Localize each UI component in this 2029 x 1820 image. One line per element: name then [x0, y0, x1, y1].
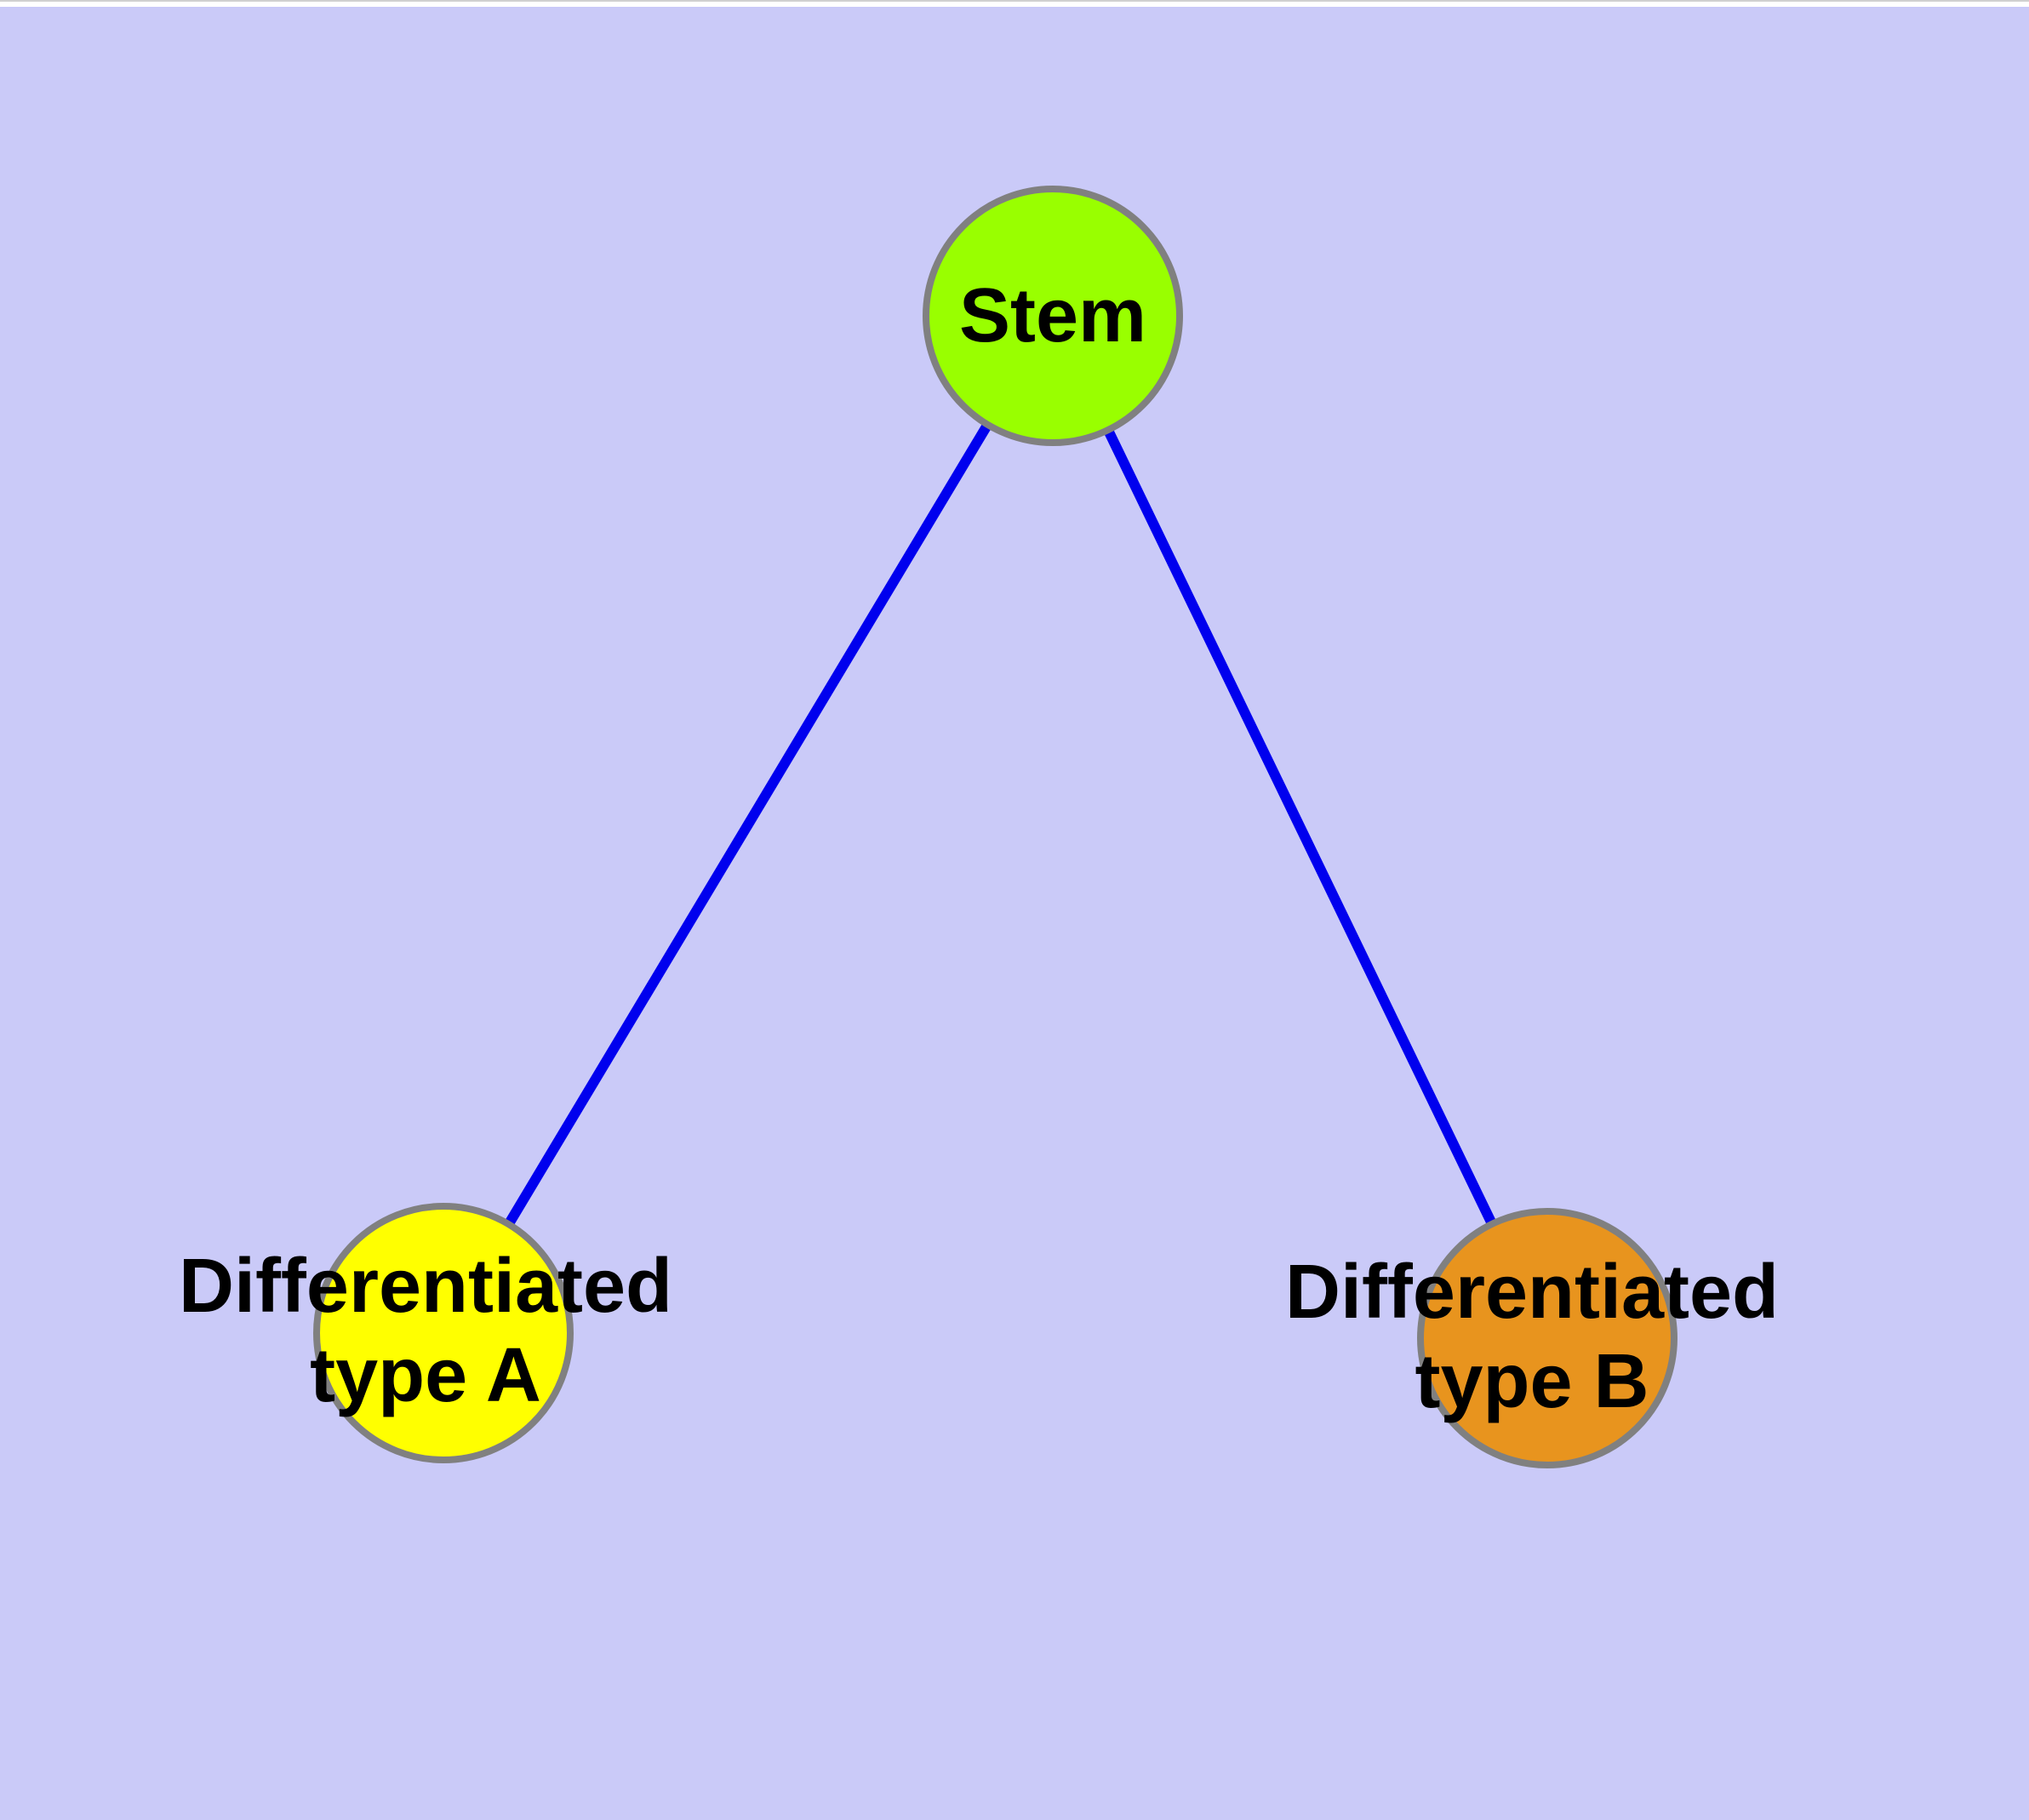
node-type-a-label-line2: type A: [310, 1333, 541, 1418]
edge-stem-to-type-b: [1048, 313, 1552, 1341]
node-type-b-label-line2: type B: [1415, 1339, 1649, 1424]
node-stem-label: Stem: [958, 272, 1147, 358]
node-type-a-label: Differentiated type A: [0, 1242, 851, 1421]
top-margin: [0, 0, 2029, 7]
node-differentiated-type-a: [313, 1203, 574, 1463]
node-stem: Stem: [923, 186, 1183, 446]
node-differentiated-type-b: [1417, 1208, 1677, 1468]
node-type-b-label-line1: Differentiated: [1284, 1250, 1780, 1335]
node-type-b-label: Differentiated type B: [1106, 1248, 1958, 1427]
edge-stem-to-type-a: [438, 312, 1058, 1336]
node-type-a-label-line1: Differentiated: [178, 1244, 673, 1329]
